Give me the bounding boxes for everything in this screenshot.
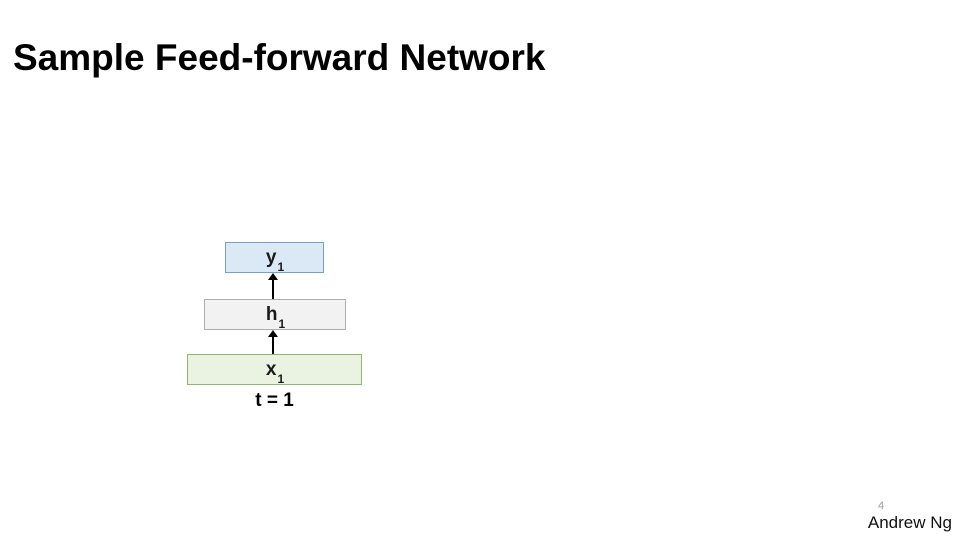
- node-h1: h1: [204, 299, 346, 330]
- node-x1-label: x1: [265, 358, 285, 387]
- arrow-shaft: [272, 280, 274, 299]
- slide-title: Sample Feed-forward Network: [13, 37, 546, 78]
- node-x1: x1: [187, 354, 362, 385]
- arrow-shaft: [272, 337, 274, 354]
- slide-number: 4: [878, 500, 885, 512]
- arrow-head-icon: [268, 273, 278, 280]
- node-h1-label: h1: [265, 303, 286, 332]
- timestep-label: t = 1: [255, 390, 294, 411]
- node-y1: y1: [225, 242, 324, 273]
- node-y1-label: y1: [265, 246, 285, 275]
- arrow-head-icon: [268, 330, 278, 337]
- footer-author: Andrew Ng: [867, 513, 952, 532]
